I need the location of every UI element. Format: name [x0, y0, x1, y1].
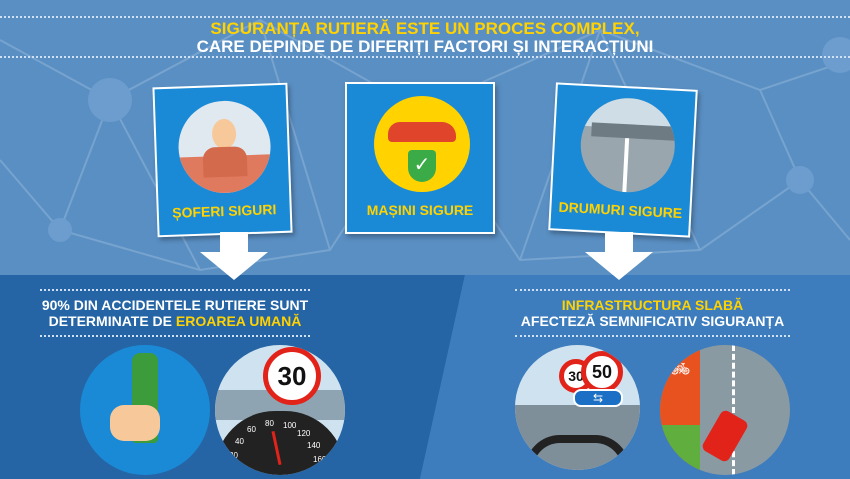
tick-label: 80: [265, 419, 274, 428]
tick-label: 100: [283, 421, 297, 430]
speedometer-gauge: 20 40 60 80 100 120 140 160: [215, 411, 345, 475]
needle: [271, 431, 282, 465]
bike-lane-illustration: 🚲︎: [660, 345, 790, 475]
caption-highlight: EROAREA UMANĂ: [175, 313, 302, 329]
car-icon: [388, 122, 456, 142]
puzzle-piece-safe-drivers: ȘOFERI SIGURI: [152, 82, 293, 238]
infrastructure-caption: INFRASTRUCTURA SLABĂ AFECTEZĂ SEMNIFICAT…: [515, 289, 790, 337]
driver-illustration: [176, 99, 273, 195]
caption-line-2: AFECTEZĂ SEMNIFICATIV SIGURANȚA: [520, 313, 785, 329]
arrow-down-left: [200, 232, 268, 280]
tick-label: 120: [297, 429, 311, 438]
steering-wheel-icon: [525, 435, 630, 470]
hand-icon: [110, 405, 160, 441]
bicycle-icon: 🚲︎: [670, 361, 691, 378]
confusing-signs-illustration: 30 50 ⇆: [515, 345, 640, 470]
title-line-2: CARE DEPINDE DE DIFERIȚI FACTORI ȘI INTE…: [196, 37, 654, 56]
speed-limit-sign: 30: [263, 347, 321, 405]
speedometer-illustration: 30 20 40 60 80 100 120 140 160: [215, 345, 345, 475]
title-banner: SIGURANȚA RUTIERĂ ESTE UN PROCES COMPLEX…: [0, 16, 850, 58]
car-shield-illustration: ✓: [374, 96, 470, 192]
piece-label: DRUMURI SIGURE: [558, 198, 683, 222]
title-line-1: SIGURANȚA RUTIERĂ ESTE UN PROCES COMPLEX…: [210, 19, 640, 38]
human-error-caption: 90% DIN ACCIDENTELE RUTIERE SUNT DETERMI…: [40, 289, 310, 337]
tick-label: 40: [235, 437, 244, 446]
caption-line-2: DETERMINATE DE: [48, 313, 176, 329]
drinking-driver-illustration: [80, 345, 210, 475]
piece-label: ȘOFERI SIGURI: [171, 201, 277, 221]
tick-label: 140: [307, 441, 321, 450]
puzzle-piece-safe-cars: ✓ MAȘINI SIGURE: [345, 82, 495, 234]
tick-label: 20: [229, 451, 238, 460]
puzzle-piece-safe-roads: DRUMURI SIGURE: [548, 82, 698, 238]
piece-label: MAȘINI SIGURE: [366, 202, 474, 218]
caption-line-1: 90% DIN ACCIDENTELE RUTIERE SUNT: [41, 297, 309, 313]
caption-line-1: INFRASTRUCTURA SLABĂ: [561, 297, 744, 313]
speed-sign-50: 50: [581, 351, 623, 393]
arrow-down-right: [585, 232, 653, 280]
tick-label: 60: [247, 425, 256, 434]
network-background: [0, 18, 850, 272]
road-overpass-illustration: [578, 95, 678, 195]
car-top-icon: [700, 408, 750, 464]
tick-label: 160: [313, 455, 327, 464]
shield-check-icon: ✓: [408, 150, 436, 182]
direction-arrows-sign: ⇆: [573, 389, 623, 407]
